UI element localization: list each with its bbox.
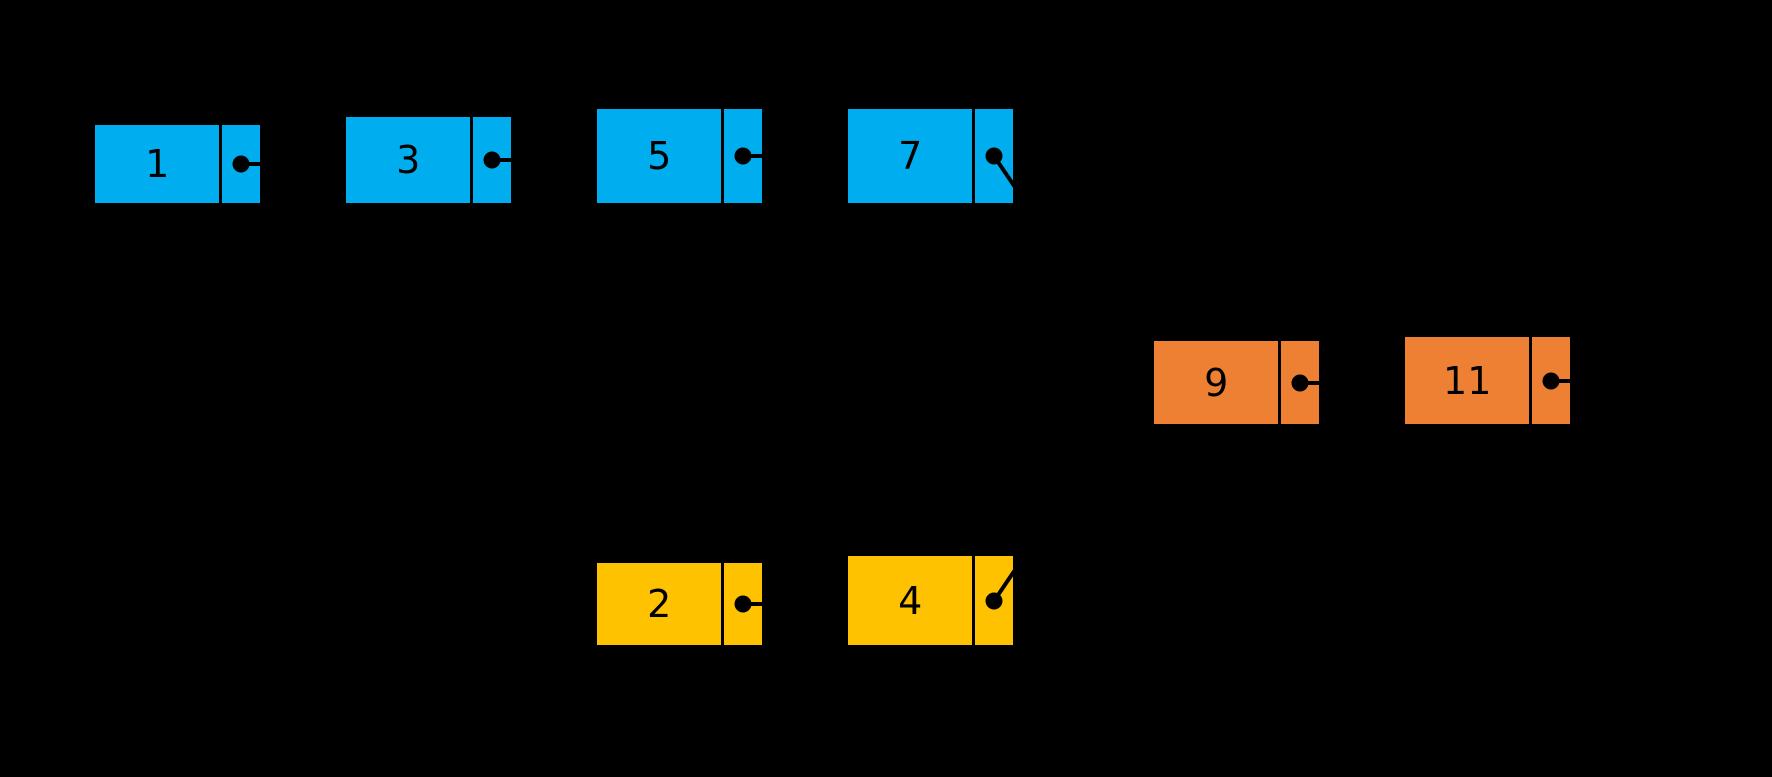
- list-node[interactable]: 9: [1151, 338, 1329, 427]
- pointer-dot-icon: [1291, 374, 1309, 391]
- node-value: 11: [1405, 337, 1533, 424]
- list-node[interactable]: 3: [343, 114, 521, 206]
- node-pointer-cell[interactable]: [222, 125, 270, 203]
- node-pointer-cell[interactable]: [975, 109, 1023, 203]
- pointer-dot-icon: [985, 147, 1003, 165]
- node-value: 7: [848, 109, 976, 203]
- node-pointer-cell[interactable]: [975, 556, 1022, 645]
- list-node[interactable]: 2: [594, 560, 772, 648]
- pointer-arrow-icon: [743, 154, 772, 158]
- node-value: 5: [597, 109, 725, 203]
- node-value: 9: [1154, 341, 1282, 424]
- node-pointer-cell[interactable]: [724, 109, 772, 203]
- node-pointer-cell[interactable]: [724, 563, 772, 645]
- pointer-arrow-icon: [1551, 378, 1580, 383]
- pointer-dot-icon: [483, 151, 501, 169]
- node-value: 3: [346, 117, 474, 203]
- list-node[interactable]: 7: [845, 106, 1023, 206]
- node-pointer-cell[interactable]: [1532, 337, 1580, 424]
- pointer-dot-icon: [734, 147, 752, 165]
- list-node[interactable]: 11: [1402, 334, 1580, 427]
- pointer-dot-icon: [1542, 372, 1560, 389]
- node-pointer-cell[interactable]: [473, 117, 521, 203]
- list-node[interactable]: 4: [845, 553, 1022, 648]
- list-node[interactable]: 5: [594, 106, 772, 206]
- list-node[interactable]: 1: [92, 122, 270, 206]
- node-value: 4: [848, 556, 976, 645]
- pointer-dot-icon: [985, 592, 1003, 609]
- node-value: 1: [95, 125, 223, 203]
- pointer-arrow-icon: [492, 158, 521, 162]
- pointer-dot-icon: [734, 595, 752, 613]
- pointer-arrow-icon: [241, 162, 270, 166]
- pointer-dot-icon: [232, 155, 250, 173]
- node-pointer-cell[interactable]: [1281, 341, 1329, 424]
- pointer-arrow-icon: [743, 602, 772, 606]
- node-value: 2: [597, 563, 725, 645]
- pointer-arrow-icon: [1300, 380, 1329, 385]
